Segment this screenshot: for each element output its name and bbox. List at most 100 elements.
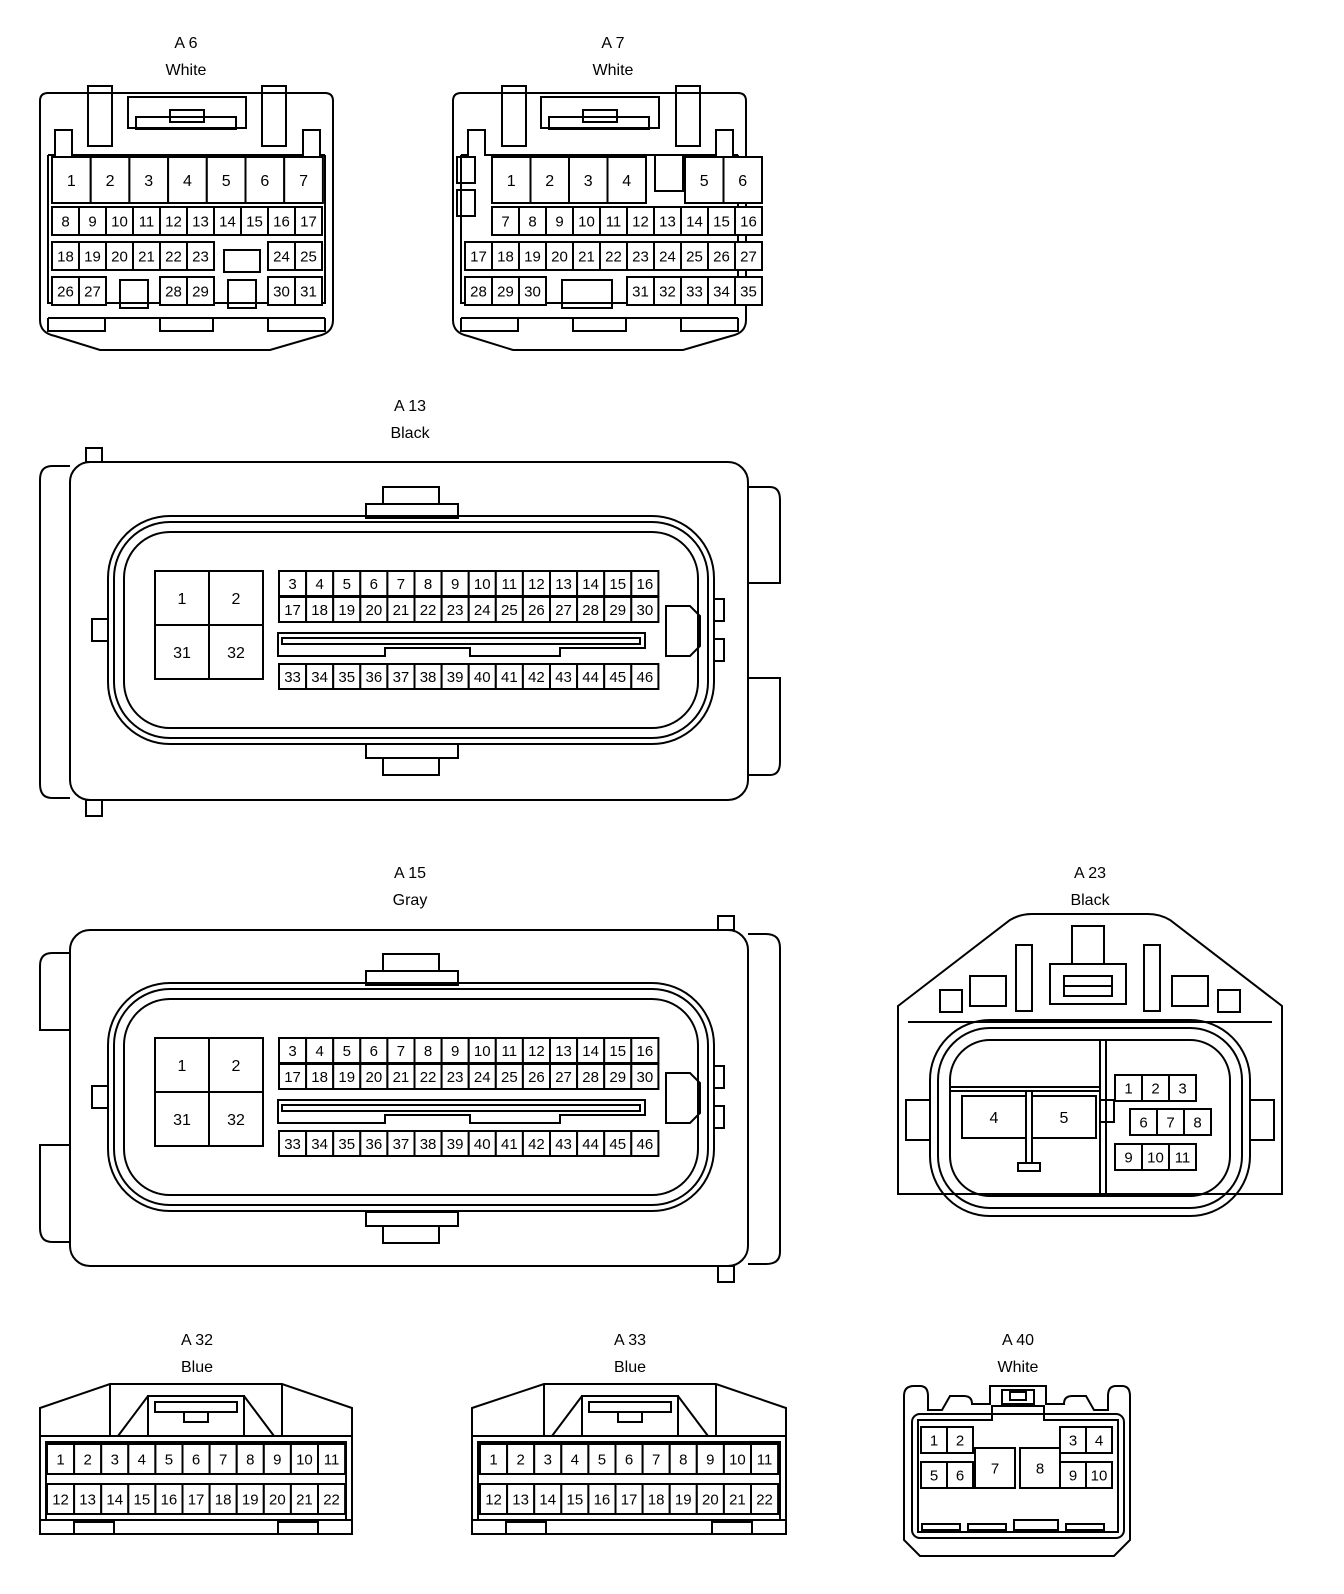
pin-a13-2: 2 <box>208 570 264 626</box>
pin-a33-15: 15 <box>560 1483 590 1515</box>
connector-a13-name: A 13 <box>393 398 427 415</box>
pin-a7-21: 21 <box>572 241 601 271</box>
pin-a13-46: 46 <box>630 663 660 690</box>
pin-a7-15: 15 <box>707 206 736 236</box>
connector-a23-color: Black <box>1070 892 1110 909</box>
pin-a13-14: 14 <box>576 570 606 597</box>
svg-text:12: 12 <box>528 1043 545 1060</box>
pin-a13-39: 39 <box>440 663 470 690</box>
svg-text:8: 8 <box>1193 1114 1201 1131</box>
pin-a6-2: 2 <box>89 156 131 204</box>
pin-a40-6: 6 <box>946 1461 974 1489</box>
svg-text:28: 28 <box>470 283 487 300</box>
pin-a15-8: 8 <box>413 1037 443 1064</box>
connector-a13-caption: A 13 Black <box>330 393 490 447</box>
svg-text:21: 21 <box>393 1069 410 1086</box>
pin-a6-1: 1 <box>51 156 92 204</box>
svg-text:19: 19 <box>84 248 101 265</box>
pin-a7-14: 14 <box>680 206 709 236</box>
pin-a33-9: 9 <box>695 1443 725 1475</box>
svg-text:23: 23 <box>632 248 649 265</box>
pin-a15-1: 1 <box>154 1037 210 1093</box>
pin-a13-21: 21 <box>386 596 416 623</box>
svg-text:3: 3 <box>1069 1432 1077 1449</box>
svg-text:11: 11 <box>139 213 155 230</box>
svg-text:26: 26 <box>528 602 545 619</box>
svg-text:21: 21 <box>393 602 410 619</box>
svg-text:5: 5 <box>598 1451 606 1468</box>
pin-a6-3: 3 <box>128 156 170 204</box>
pin-a23-4: 4 <box>961 1095 1027 1139</box>
pin-a15-19: 19 <box>332 1063 362 1090</box>
pin-a13-15: 15 <box>603 570 633 597</box>
pin-a40-5: 5 <box>920 1461 948 1489</box>
svg-text:3: 3 <box>288 1043 296 1060</box>
svg-text:12: 12 <box>632 213 649 230</box>
pin-a7-16: 16 <box>734 206 763 236</box>
pin-a6-27: 27 <box>78 276 107 306</box>
pin-a15-37: 37 <box>386 1130 416 1157</box>
svg-text:33: 33 <box>284 669 301 686</box>
svg-text:45: 45 <box>609 669 626 686</box>
connector-a15-color: Gray <box>392 892 428 909</box>
svg-text:21: 21 <box>729 1491 746 1508</box>
pin-a15-39: 39 <box>440 1130 470 1157</box>
pin-a7-3: 3 <box>568 156 609 204</box>
connector-a15-name: A 15 <box>393 865 427 882</box>
svg-text:12: 12 <box>165 213 182 230</box>
svg-text:21: 21 <box>578 248 595 265</box>
pin-a40-7: 7 <box>974 1447 1016 1489</box>
svg-text:40: 40 <box>474 1136 491 1153</box>
svg-text:37: 37 <box>393 669 410 686</box>
svg-text:18: 18 <box>311 1069 328 1086</box>
svg-text:11: 11 <box>324 1451 340 1468</box>
svg-text:1: 1 <box>507 173 516 190</box>
svg-text:7: 7 <box>652 1451 660 1468</box>
svg-text:19: 19 <box>524 248 541 265</box>
pin-a6-22: 22 <box>159 241 188 271</box>
svg-text:4: 4 <box>571 1451 579 1468</box>
pin-a6-15: 15 <box>240 206 269 236</box>
pin-a13-27: 27 <box>549 596 579 623</box>
pin-a7-19: 19 <box>518 241 547 271</box>
pin-a13-18: 18 <box>305 596 335 623</box>
pin-a6-23: 23 <box>186 241 215 271</box>
svg-text:9: 9 <box>273 1451 281 1468</box>
pin-a13-40: 40 <box>467 663 497 690</box>
pin-a32-7: 7 <box>208 1443 238 1475</box>
pin-a6-28: 28 <box>159 276 188 306</box>
svg-text:1: 1 <box>1124 1080 1132 1097</box>
svg-text:6: 6 <box>1139 1114 1147 1131</box>
connector-a23-caption: A 23 Black <box>1010 860 1170 914</box>
svg-text:16: 16 <box>594 1491 611 1508</box>
svg-text:24: 24 <box>474 1069 491 1086</box>
pin-a23-8: 8 <box>1183 1108 1212 1136</box>
svg-text:34: 34 <box>311 669 328 686</box>
pin-a15-5: 5 <box>332 1037 362 1064</box>
svg-text:25: 25 <box>686 248 703 265</box>
pin-a6-31: 31 <box>294 276 323 306</box>
svg-text:23: 23 <box>447 1069 464 1086</box>
svg-text:28: 28 <box>165 283 182 300</box>
svg-text:33: 33 <box>284 1136 301 1153</box>
pin-a7-8: 8 <box>518 206 547 236</box>
svg-text:37: 37 <box>393 1136 410 1153</box>
pin-a23-2: 2 <box>1141 1074 1170 1102</box>
svg-text:29: 29 <box>609 602 626 619</box>
svg-text:16: 16 <box>740 213 757 230</box>
svg-text:14: 14 <box>582 576 599 593</box>
svg-text:19: 19 <box>338 1069 355 1086</box>
svg-text:14: 14 <box>686 213 703 230</box>
svg-text:41: 41 <box>501 1136 518 1153</box>
connector-a40-name: A 40 <box>1001 1332 1035 1349</box>
svg-text:2: 2 <box>956 1432 964 1449</box>
pin-a15-15: 15 <box>603 1037 633 1064</box>
pin-a13-41: 41 <box>494 663 524 690</box>
svg-text:3: 3 <box>544 1451 552 1468</box>
pin-a13-13: 13 <box>549 570 579 597</box>
svg-text:9: 9 <box>1124 1149 1132 1166</box>
svg-text:25: 25 <box>501 1069 518 1086</box>
